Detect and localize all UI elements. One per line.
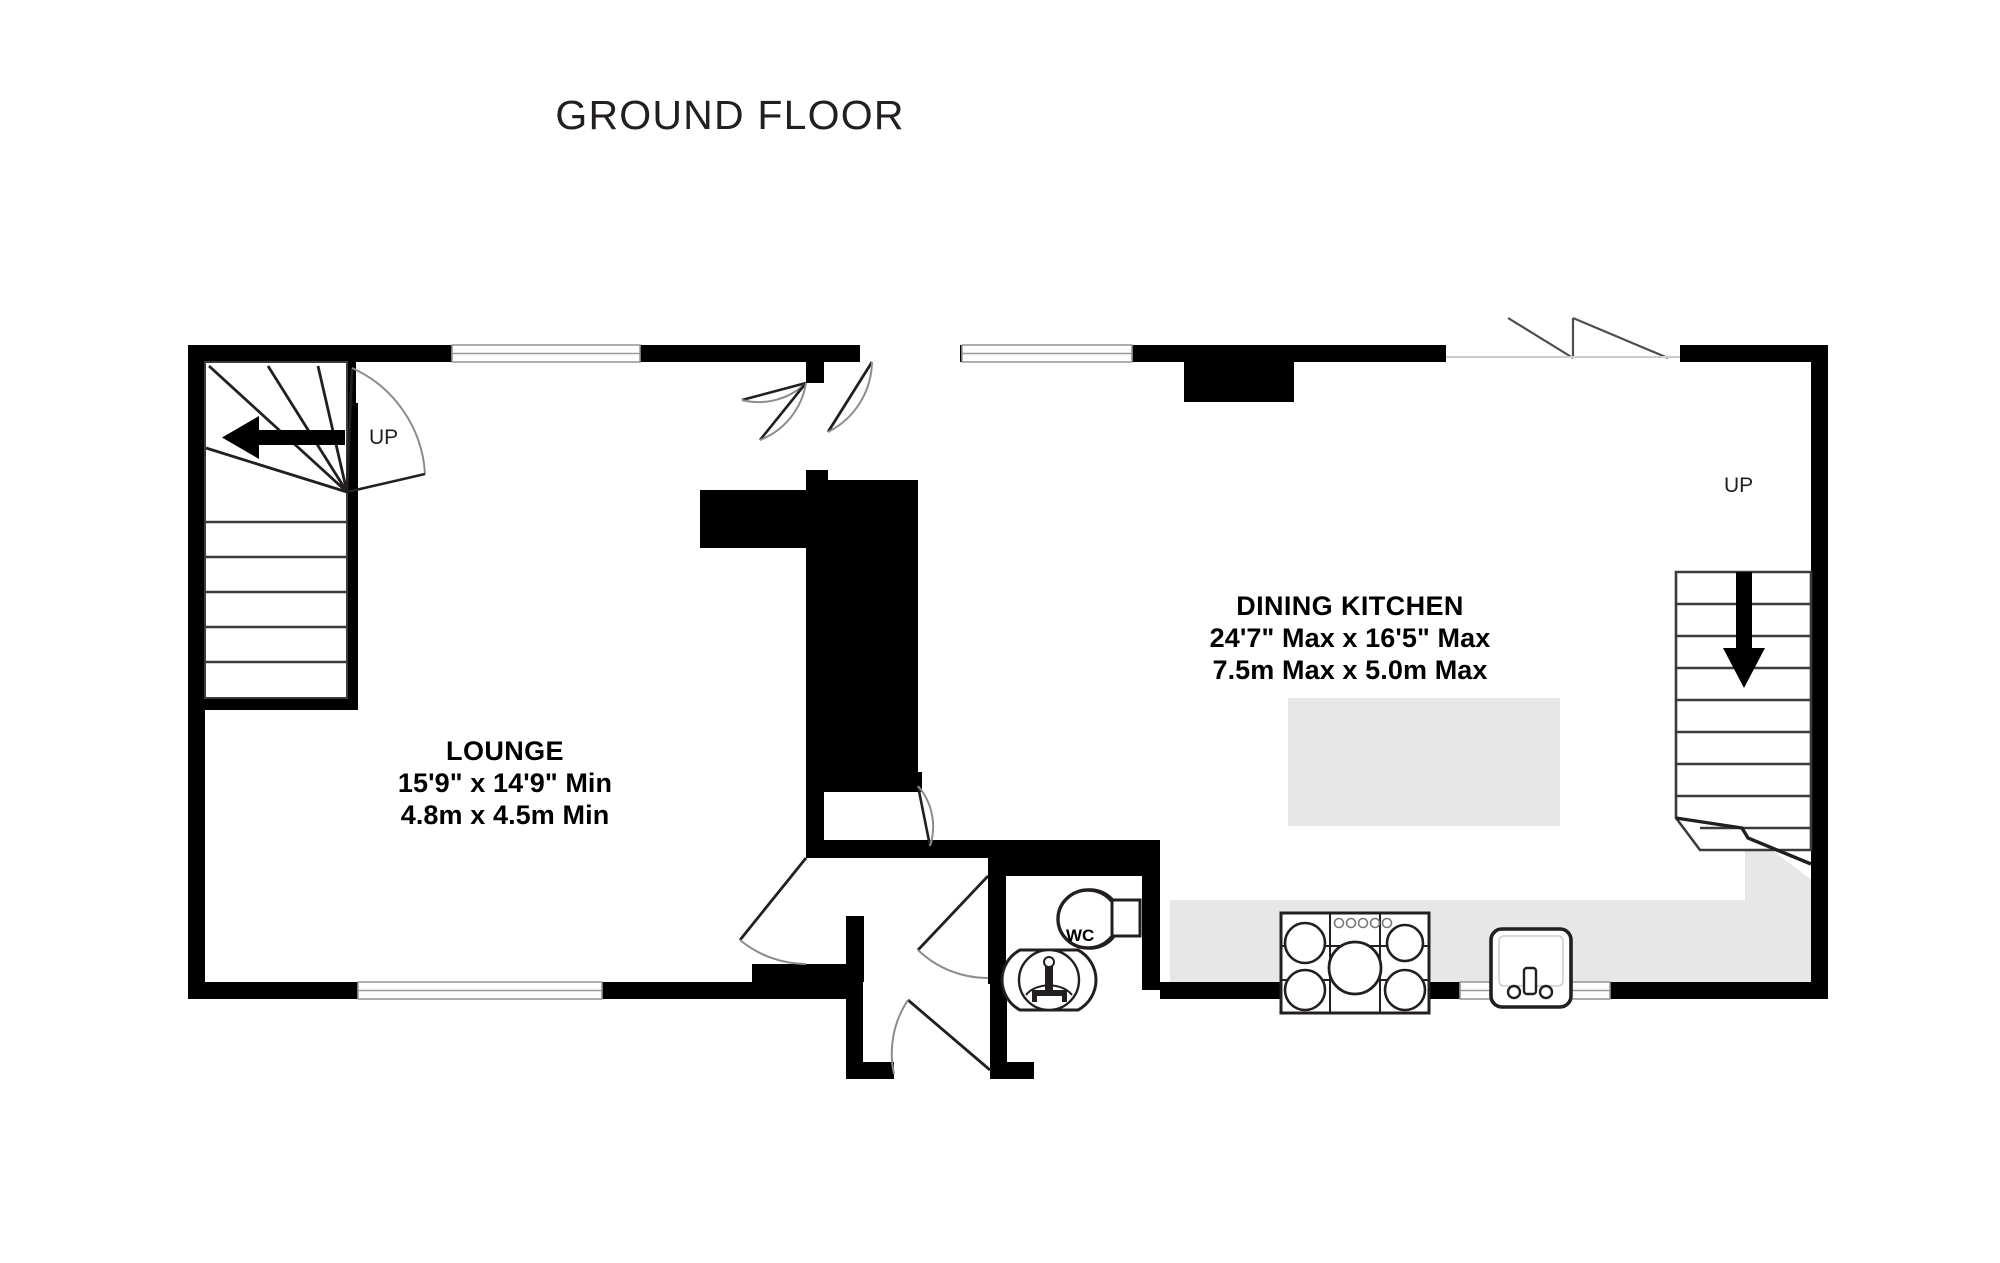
lounge-dimensions-imperial: 15'9" x 14'9" Min xyxy=(397,768,613,799)
stair-direction-arrow-left xyxy=(222,416,345,459)
room-label-lounge: LOUNGE 15'9" x 14'9" Min 4.8m x 4.5m Min xyxy=(245,735,765,831)
kitchen-name: DINING KITCHEN xyxy=(1236,591,1464,621)
interior-walls xyxy=(205,345,1160,990)
kitchen-dimensions-metric: 7.5m Max x 5.0m Max xyxy=(1212,655,1488,686)
door-swing-lounge-bottom xyxy=(916,785,935,847)
door-swing-lounge-hall xyxy=(741,381,808,441)
wc-label: WC xyxy=(1066,926,1094,945)
kitchen-island xyxy=(1288,698,1560,826)
door-swing-hall-left xyxy=(738,857,808,965)
door-swing-wc xyxy=(916,875,990,980)
five-burner-hob xyxy=(1279,911,1431,1015)
bifold-door-symbol xyxy=(1446,316,1680,360)
door-swing-front-entrance xyxy=(890,998,991,1075)
stair-direction-arrow-right xyxy=(1723,572,1765,688)
stair-door-swing-left xyxy=(345,367,426,494)
toilet xyxy=(1056,888,1142,950)
lounge-dimensions-metric: 4.8m x 4.5m Min xyxy=(400,800,610,831)
kitchen-sink xyxy=(1489,927,1573,1009)
page-title: GROUND FLOOR xyxy=(555,92,905,138)
kitchen-dimensions-imperial: 24'7" Max x 16'5" Max xyxy=(1209,623,1491,654)
wash-basin xyxy=(1000,948,1098,1012)
room-label-dining-kitchen: DINING KITCHEN 24'7" Max x 16'5" Max 7.5… xyxy=(1080,590,1620,686)
lounge-name: LOUNGE xyxy=(446,736,564,766)
stairs-up-label-right: UP xyxy=(1724,474,1753,497)
winder-staircase-left: UP xyxy=(204,361,398,699)
straight-staircase-right: UP xyxy=(1674,474,1813,866)
chimney-breast-kitchen xyxy=(1184,362,1294,402)
door-swing-kitchen-hall xyxy=(826,361,874,433)
stairs-up-label-left: UP xyxy=(369,426,398,449)
